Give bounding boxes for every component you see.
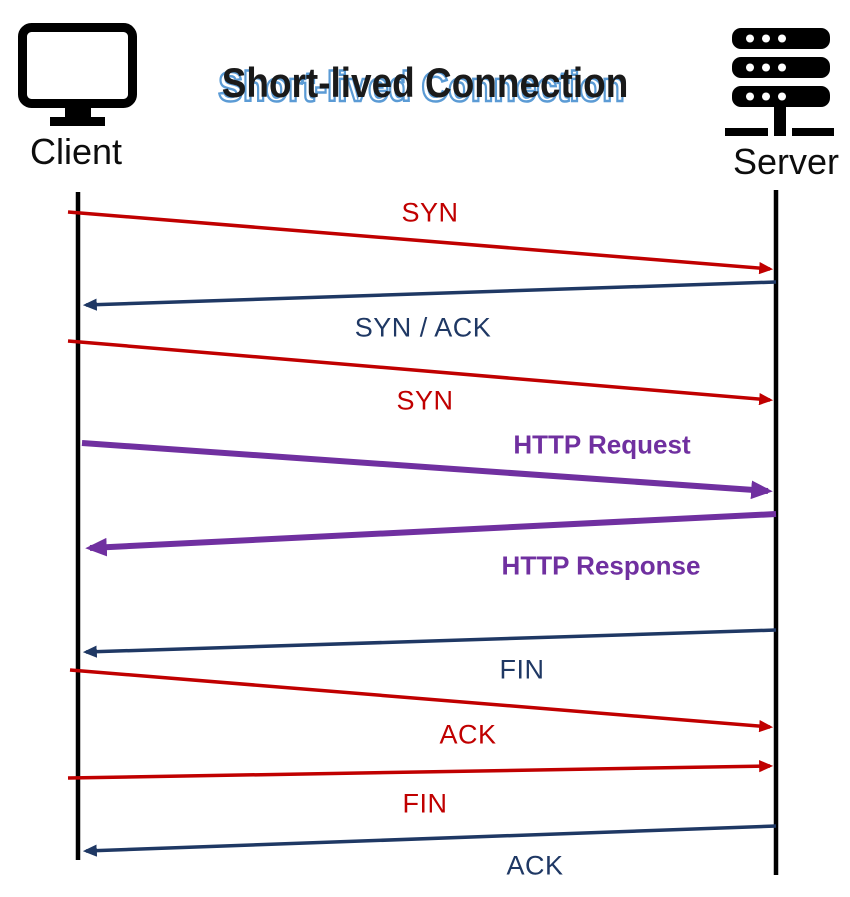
message-arrow-http-request-3 (81, 440, 773, 500)
message-label-fin-5: FIN (499, 654, 545, 685)
server-rack-icon (725, 28, 834, 136)
client-actor-label: Client (29, 131, 123, 172)
message-label-http-request-3: HTTP Request (513, 429, 691, 460)
message-arrow-syn-ack-1 (82, 280, 777, 311)
message-label-syn-0: SYN (401, 197, 459, 228)
page-title-text: Short-lived Connection (221, 59, 629, 106)
message-arrow-syn-2 (67, 339, 774, 406)
message-arrow-http-response-4 (85, 511, 777, 557)
server-actor-label: Server (732, 141, 840, 182)
message-label-syn-2: SYN (396, 385, 454, 416)
desktop-monitor-icon (18, 23, 137, 126)
message-arrow-ack-6 (69, 668, 774, 733)
page-title-outline: Short-lived Connection (217, 62, 626, 112)
message-arrow-syn-0 (67, 210, 774, 275)
page-title: Short-lived Connection Short-lived Conne… (51, 58, 799, 111)
message-arrow-ack-8 (82, 824, 777, 857)
message-arrow-fin-5 (82, 628, 777, 658)
arrows-group (67, 210, 777, 857)
message-label-fin-7: FIN (402, 788, 448, 819)
message-arrow-fin-7 (67, 760, 774, 780)
message-label-ack-6: ACK (439, 719, 497, 750)
message-label-http-response-4: HTTP Response (501, 550, 701, 581)
message-label-syn-ack-1: SYN / ACK (354, 312, 492, 343)
message-label-ack-8: ACK (506, 850, 564, 881)
